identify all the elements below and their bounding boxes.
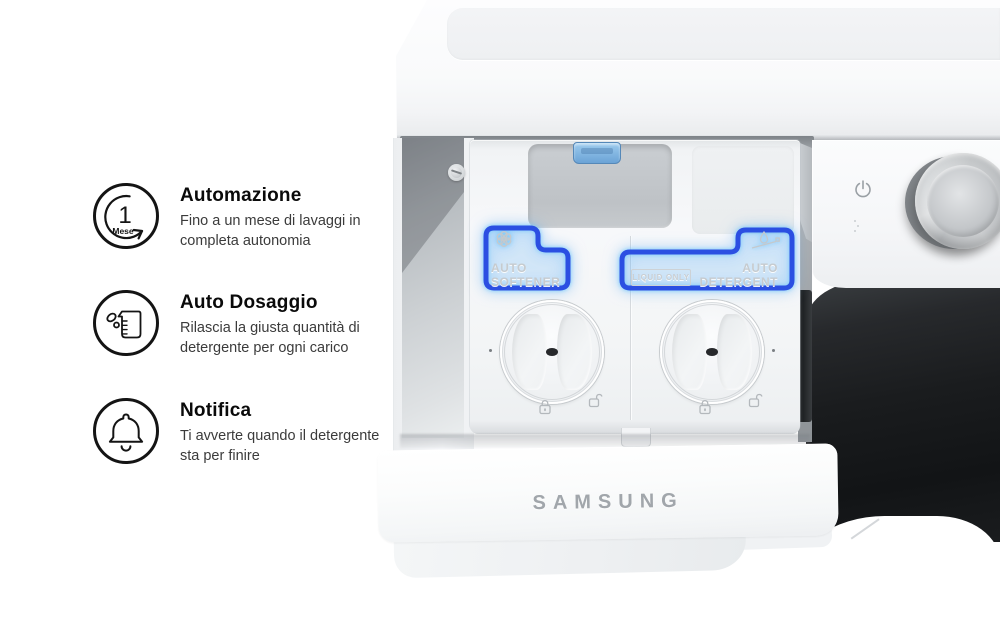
power-icon [855, 180, 871, 198]
auto-softener-label: AUTO SOFTENER [491, 261, 560, 289]
tray-right-inset [692, 146, 794, 234]
auto-detergent-line1: AUTO [742, 261, 778, 275]
machine-front-left-pillar [393, 138, 474, 470]
lock-closed-icon [699, 400, 711, 415]
cap-recess-right [717, 314, 752, 390]
machine-top-deck [396, 0, 1000, 140]
detergent-cup-icon [93, 290, 159, 356]
feature-automation: 1 Mese [93, 183, 159, 249]
cap-recess-right [557, 314, 592, 390]
one-month-cycle-icon: 1 Mese [93, 183, 159, 249]
feature-auto-dosing [93, 290, 159, 356]
feature-title: Notifica [180, 400, 252, 421]
feature-notification-text: Notifica Ti avverte quando il detergente… [180, 400, 410, 466]
lock-open-icon [588, 393, 603, 408]
cap-recess-left [512, 314, 547, 390]
bell-icon-art [108, 413, 144, 452]
auto-detergent-line2: DETERGENT [699, 275, 778, 289]
cavity-screw [448, 164, 465, 181]
tray-blue-clip [573, 142, 621, 164]
tray-front-rail [470, 420, 800, 434]
cap-center-dot [706, 348, 718, 356]
lock-closed-icon [539, 400, 551, 415]
cap-center-dot [546, 348, 558, 356]
bell-icon [93, 398, 159, 464]
feature-title: Automazione [180, 185, 302, 206]
auto-softener-line1: AUTO [491, 261, 527, 275]
samsung-logo: SAMSUNG [532, 489, 684, 515]
one-month-cycle-icon-art: 1 Mese [104, 194, 144, 240]
feature-auto-dosing-text: Auto Dosaggio Rilascia la giusta quantit… [180, 292, 410, 358]
one-month-unit: Mese [112, 226, 134, 236]
auto-detergent-label: AUTO DETERGENT [620, 261, 778, 289]
detergent-drawer-tray: AUTO SOFTENER AUTO DETERGENT LIQUID ONLY [470, 140, 800, 447]
softener-flower-icon [496, 231, 512, 248]
drum-door-dark [806, 280, 1000, 542]
feature-automation-text: Automazione Fino a un mese di lavaggi in… [180, 185, 410, 251]
program-dial [915, 153, 1000, 249]
drawer-front-panel: SAMSUNG [377, 443, 839, 543]
feature-description: Rilascia la giusta quantità di detergent… [180, 320, 360, 356]
compartment-seam [630, 236, 631, 426]
smart-control-icon [854, 220, 859, 232]
cap-recess-left [672, 314, 707, 390]
machine-top-recess [447, 8, 1000, 60]
one-month-number: 1 [118, 202, 131, 229]
detergent-compartment-cap [660, 300, 764, 404]
detergent-drop-icon [751, 230, 780, 249]
tray-mark-dot [489, 349, 492, 352]
auto-softener-line2: SOFTENER [491, 275, 561, 289]
detergent-cup-icon-art [106, 310, 142, 339]
feature-description: Fino a un mese di lavaggi in completa au… [180, 213, 361, 249]
softener-compartment-cap [500, 300, 604, 404]
drawer-cavity [402, 138, 464, 438]
liquid-only-badge: LIQUID ONLY [631, 269, 691, 286]
feature-description: Ti avverte quando il detergente sta per … [180, 428, 380, 464]
auto-detergent-highlight [619, 227, 795, 291]
feature-title: Auto Dosaggio [180, 292, 318, 313]
feature-notification [93, 398, 159, 464]
lock-open-icon [748, 393, 763, 408]
auto-softener-highlight [483, 225, 571, 291]
tray-mark-dot [772, 349, 775, 352]
